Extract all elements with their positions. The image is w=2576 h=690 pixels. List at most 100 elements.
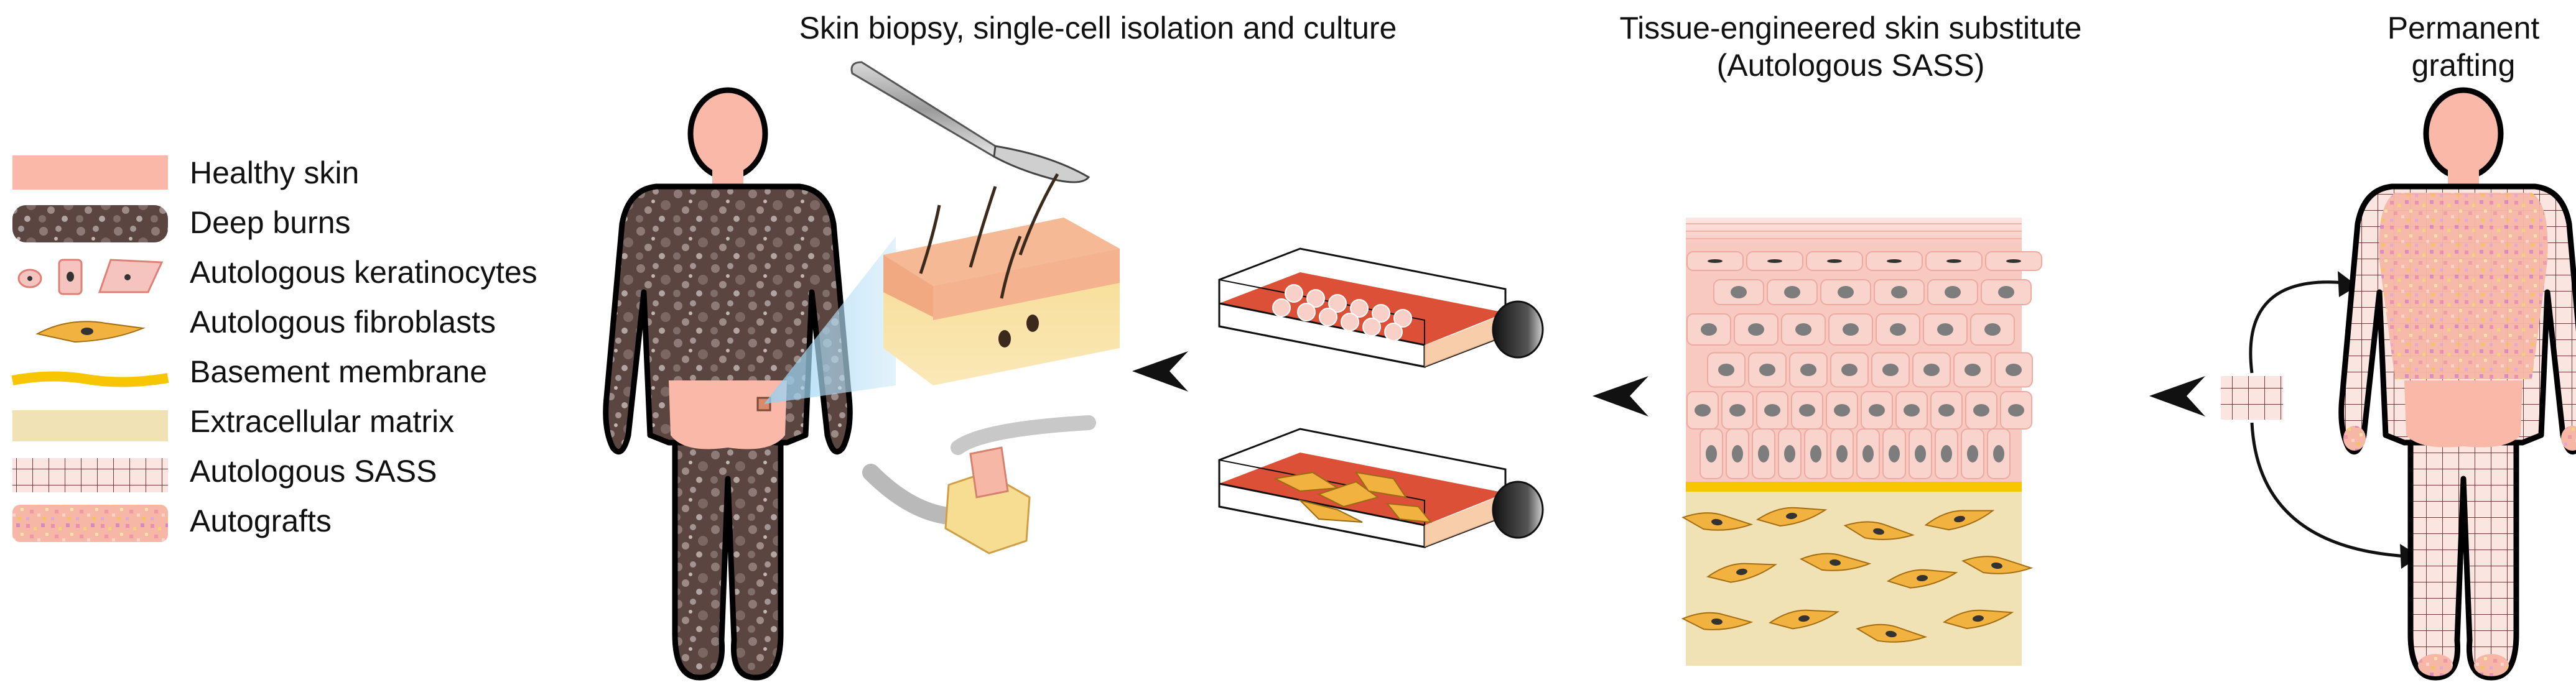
- cell-nucleus: [1891, 286, 1907, 298]
- biopsy-piece: [944, 446, 1031, 554]
- cell-nucleus: [1887, 259, 1902, 263]
- biopsy-stage-title: Skin biopsy, single-cell isolation and c…: [799, 11, 1397, 45]
- cell-nucleus: [1984, 323, 2001, 336]
- cell-nucleus: [2008, 404, 2024, 416]
- cell-nucleus: [1800, 364, 1816, 376]
- legend-label: Autologous keratinocytes: [190, 255, 537, 290]
- fibroblasts-swatch: [35, 321, 146, 343]
- cell-nucleus: [1923, 364, 1940, 376]
- cell-nucleus: [1904, 404, 1920, 416]
- cell-nucleus: [1784, 445, 1795, 462]
- fibroblast-cell: [1886, 569, 1958, 589]
- fibroblast-culture-flask: [1218, 428, 1544, 548]
- process-arrow-1: [1132, 351, 1188, 392]
- cell-nucleus: [1732, 445, 1743, 462]
- graft-arrow-down: [2250, 422, 2408, 558]
- cell-nucleus: [1834, 404, 1850, 416]
- grafting-stage-title-line1: Permanent: [2388, 11, 2540, 45]
- healthy-skin-swatch: [12, 155, 168, 190]
- biopsy-zoom-beam: [764, 236, 896, 404]
- fibroblast-cell: [1769, 609, 1840, 630]
- legend-label: Deep burns: [190, 205, 351, 240]
- fibroblast-cell: [1924, 510, 1995, 531]
- autograft-hand: [2343, 426, 2366, 451]
- cell-nucleus: [2006, 364, 2022, 376]
- cell-nucleus: [1729, 404, 1746, 416]
- process-arrow-3: [2149, 376, 2205, 416]
- cell-nucleus: [1799, 404, 1815, 416]
- scalpel-icon: [850, 61, 1090, 183]
- patient-legs: [672, 432, 784, 681]
- cell-nucleus: [1701, 323, 1717, 336]
- sass-cross-section: [1681, 218, 2042, 666]
- cell-nucleus: [1938, 404, 1955, 416]
- legend-label: Extracellular matrix: [190, 404, 454, 439]
- ecm-swatch: [12, 410, 168, 441]
- cell-nucleus: [1941, 445, 1952, 462]
- cell-nucleus: [1718, 364, 1734, 376]
- legend-label: Healthy skin: [190, 155, 359, 190]
- skin-block-illustration: [883, 173, 1120, 385]
- graft-arrow-up-head: [2338, 271, 2358, 297]
- cell-nucleus: [1843, 323, 1859, 336]
- cell-nucleus: [1882, 364, 1899, 376]
- sass-swatch: [12, 458, 168, 492]
- fibroblast-cell: [1856, 623, 1928, 643]
- cell-nucleus: [1708, 259, 1723, 263]
- autograft-foot: [2474, 654, 2509, 676]
- cell-nucleus: [1695, 404, 1711, 416]
- cell-nucleus: [1838, 286, 1854, 298]
- fibroblast-cell: [1681, 612, 1754, 630]
- cell-nucleus: [1764, 404, 1780, 416]
- legend-label: Basement membrane: [190, 354, 487, 389]
- healthy-skin-area: [669, 380, 787, 449]
- autograft-area: [2379, 193, 2548, 379]
- fibroblast-cell: [1681, 512, 1754, 531]
- legend-label: Autologous fibroblasts: [190, 305, 496, 339]
- cell-nucleus: [1731, 286, 1747, 298]
- keratinocytes-swatch: [17, 259, 164, 295]
- cell-nucleus: [1937, 323, 1953, 336]
- graft-arrow-up: [2249, 280, 2346, 374]
- flask-cap: [1492, 481, 1544, 539]
- cell-nucleus: [1890, 323, 1906, 336]
- fibroblast-layer: [1681, 507, 2034, 643]
- fibroblast-cell: [1799, 553, 1872, 571]
- legend-label: Autologous SASS: [190, 454, 437, 489]
- process-arrow-2: [1593, 376, 1648, 416]
- grafted-patient-figure: [2338, 87, 2576, 681]
- fibroblast-cell: [1961, 556, 2034, 574]
- fibroblast-cell: [1755, 507, 1828, 527]
- healthy-skin-area: [2404, 380, 2523, 448]
- cell-nucleus: [2006, 259, 2021, 263]
- sass-graft-tile: [2221, 376, 2283, 420]
- substitute-stage-title-line1: Tissue-engineered skin substitute: [1620, 11, 2082, 45]
- cell-nucleus: [1767, 259, 1782, 263]
- substitute-stage-title-line2: (Autologous SASS): [1717, 48, 1985, 83]
- burn-patient-figure: [603, 87, 853, 681]
- cell-nucleus: [1748, 323, 1764, 336]
- legend: Healthy skin Deep burns Autologous kerat…: [11, 155, 537, 542]
- cell-nucleus: [1967, 445, 1978, 462]
- cell-nucleus: [1827, 259, 1842, 263]
- cell-nucleus: [1869, 404, 1885, 416]
- cell-nucleus: [1810, 445, 1821, 462]
- cell-nucleus: [1889, 445, 1900, 462]
- fibroblast-cell: [1942, 609, 2014, 630]
- cell-nucleus: [1946, 259, 1961, 263]
- cell-nucleus: [1784, 286, 1800, 298]
- autograft-foot: [2418, 654, 2453, 676]
- cell-nucleus: [1973, 404, 1989, 416]
- cell-nucleus: [1841, 364, 1858, 376]
- grafted-legs: [2407, 432, 2519, 681]
- cell-nucleus: [1758, 445, 1769, 462]
- flask-cap: [1492, 300, 1544, 359]
- cell-nucleus: [1862, 445, 1874, 462]
- cell-nucleus: [1915, 445, 1926, 462]
- legend-label: Autografts: [190, 504, 332, 538]
- patient-head: [687, 87, 768, 180]
- cell-nucleus: [1706, 445, 1717, 462]
- cell-nucleus: [1836, 445, 1848, 462]
- deep-burns-swatch: [12, 205, 168, 242]
